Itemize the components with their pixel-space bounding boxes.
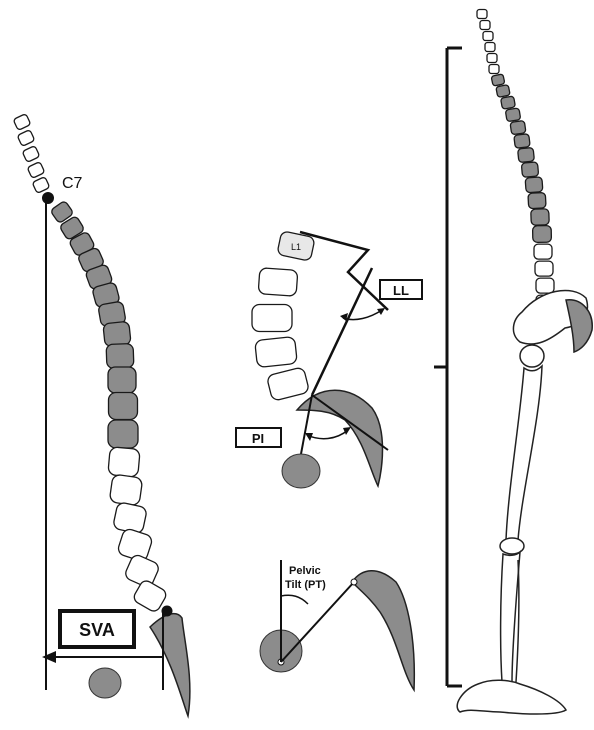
thoracolumbar-vertebrae (50, 200, 168, 613)
foot (457, 680, 566, 714)
sacrum (352, 571, 414, 690)
femoral-head (89, 668, 121, 698)
vertebra (27, 162, 45, 179)
vertebra (496, 85, 510, 98)
vertebra (266, 367, 309, 401)
pt-sacral-line (281, 582, 354, 662)
vertebra (108, 420, 138, 448)
vertebra (32, 177, 50, 194)
vertebra (487, 54, 497, 63)
pt-label-line1: Pelvic (289, 565, 321, 577)
vertebra (531, 209, 550, 226)
vertebra (485, 43, 495, 52)
vertebra (480, 21, 490, 30)
vertebra (258, 268, 298, 297)
pi-angle-arc (307, 430, 348, 439)
lumbar-vertebrae (252, 231, 315, 401)
sacrum (150, 614, 190, 716)
cervical-vertebrae (13, 114, 50, 194)
pt-label-line2: Tilt (PT) (285, 579, 326, 591)
vertebra (518, 147, 535, 162)
sva-arrowhead (42, 651, 56, 663)
lordosis-perpendicular-line (312, 268, 372, 395)
lordosis-pi-panel: L1 LL PI (236, 231, 422, 488)
vertebra (103, 321, 131, 347)
femoral-head (520, 345, 544, 367)
c7-label: C7 (62, 175, 83, 192)
vertebra (489, 65, 499, 74)
vertebra (255, 336, 298, 367)
l1-label: L1 (291, 242, 301, 252)
vertebra (501, 96, 516, 109)
vertebra (252, 305, 292, 332)
full-skeleton (457, 10, 592, 715)
sva-label: SVA (79, 620, 115, 640)
vertebra (536, 278, 554, 293)
femoral-head (282, 454, 320, 488)
pelvic-tilt-panel: Pelvic Tilt (PT) (260, 560, 414, 690)
c7-point (42, 192, 54, 204)
vertebra (108, 367, 136, 393)
vertebra (525, 177, 543, 193)
vertebra (533, 226, 552, 243)
vertebra (535, 261, 553, 276)
vertebra (108, 447, 140, 478)
pt-angle-arc (281, 595, 308, 604)
vertebra (17, 130, 35, 147)
whole-body-bracket (434, 48, 462, 686)
sva-panel: C7 SVA (13, 114, 190, 716)
pi-label: PI (252, 431, 264, 446)
vertebra (13, 114, 31, 131)
vertebra (534, 244, 552, 259)
vertebra (491, 74, 505, 86)
vertebra (483, 32, 493, 41)
vertebra (109, 393, 138, 420)
vertebra (477, 10, 487, 19)
vertebra (106, 344, 134, 369)
vertebra (528, 192, 546, 208)
sacral-midpoint (351, 579, 357, 585)
vertebra (109, 474, 143, 506)
femur (506, 366, 542, 540)
ll-label: LL (393, 283, 409, 298)
full-spine-vertebrae (477, 10, 557, 328)
vertebra (514, 134, 530, 149)
vertebra (505, 108, 520, 122)
vertebra (22, 146, 40, 163)
vertebra (521, 162, 538, 178)
pi-arc-arrow-right (343, 427, 351, 435)
vertebra (510, 120, 526, 134)
